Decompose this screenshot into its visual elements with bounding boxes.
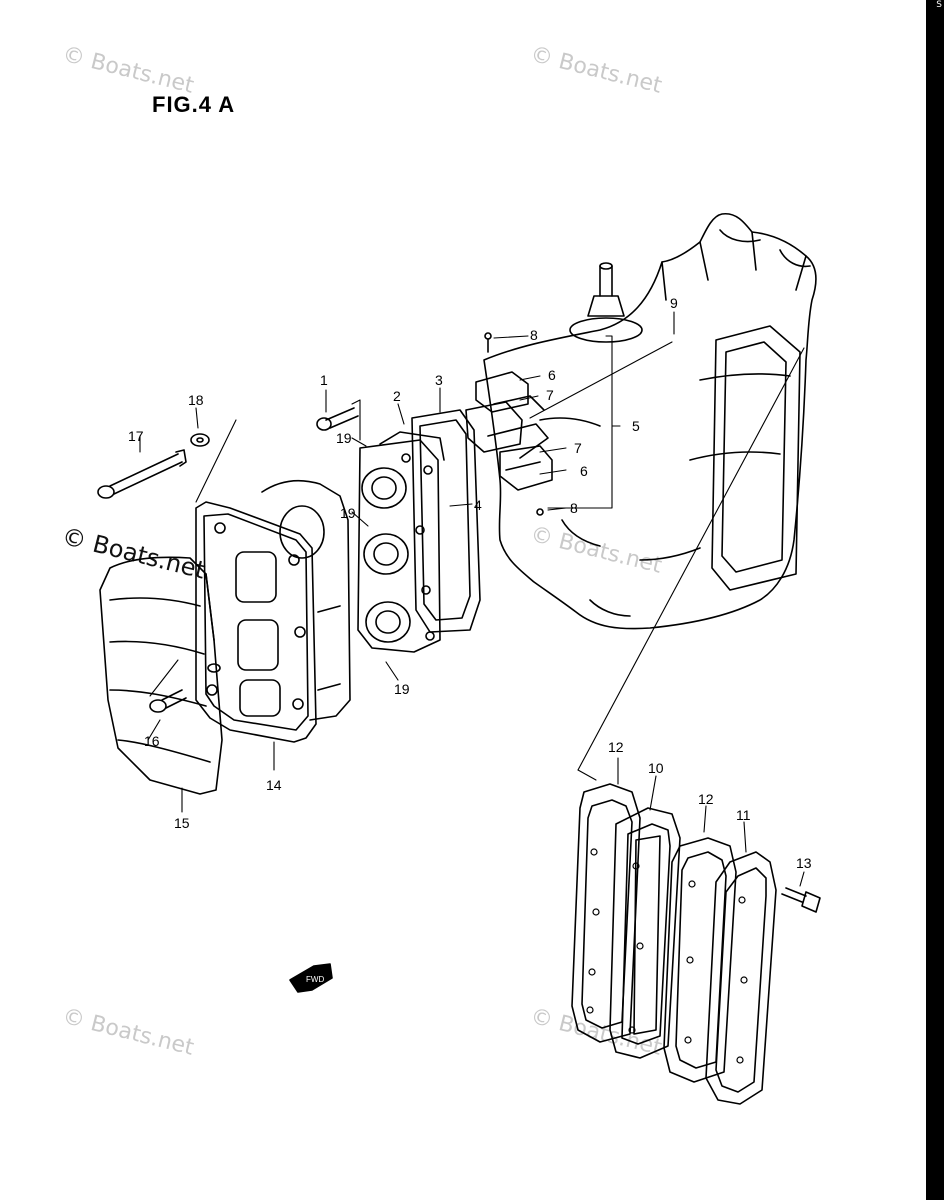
callout-18: 18 xyxy=(188,392,204,408)
callout-6b: 6 xyxy=(580,463,588,479)
leader-lines xyxy=(139,311,805,887)
callout-10: 10 xyxy=(648,760,664,776)
callout-7b: 7 xyxy=(574,440,582,456)
callout-1: 1 xyxy=(320,372,328,388)
callout-8b: 8 xyxy=(570,500,578,516)
silencer-cover xyxy=(99,556,223,795)
callout-2: 2 xyxy=(393,388,401,404)
callout-9: 9 xyxy=(670,295,678,311)
callout-7a: 7 xyxy=(546,387,554,403)
callout-19c: 19 xyxy=(394,681,410,697)
right-edge-strip: S xyxy=(926,0,944,1200)
intake-manifold xyxy=(357,409,481,653)
figure-title: FIG.4 A xyxy=(152,92,236,117)
callout-12b: 12 xyxy=(698,791,714,807)
bolts-left xyxy=(97,407,359,713)
reed-valve-assembly xyxy=(465,332,553,516)
callout-5: 5 xyxy=(632,418,640,434)
engine-block xyxy=(483,212,817,630)
callout-4: 4 xyxy=(474,497,482,513)
exhaust-cover-assembly xyxy=(571,783,821,1105)
callout-17: 17 xyxy=(128,428,144,444)
callout-13: 13 xyxy=(796,855,812,871)
callout-14: 14 xyxy=(266,777,282,793)
callout-6a: 6 xyxy=(548,367,556,383)
callout-19a: 19 xyxy=(336,430,352,446)
fwd-label: FWD xyxy=(306,975,324,984)
callout-16: 16 xyxy=(144,733,160,749)
corner-mark: S xyxy=(936,0,942,10)
intake-cover-gasket xyxy=(195,479,351,743)
callout-3: 3 xyxy=(435,372,443,388)
fwd-arrow-icon: FWD xyxy=(289,963,333,993)
callout-8a: 8 xyxy=(530,327,538,343)
callout-12a: 12 xyxy=(608,739,624,755)
callout-11: 11 xyxy=(736,807,751,823)
callout-19b: 19 xyxy=(340,505,356,521)
callout-labels: 1 2 3 4 5 6 6 7 7 8 8 9 10 11 12 12 13 1… xyxy=(128,295,812,871)
callout-15: 15 xyxy=(174,815,190,831)
